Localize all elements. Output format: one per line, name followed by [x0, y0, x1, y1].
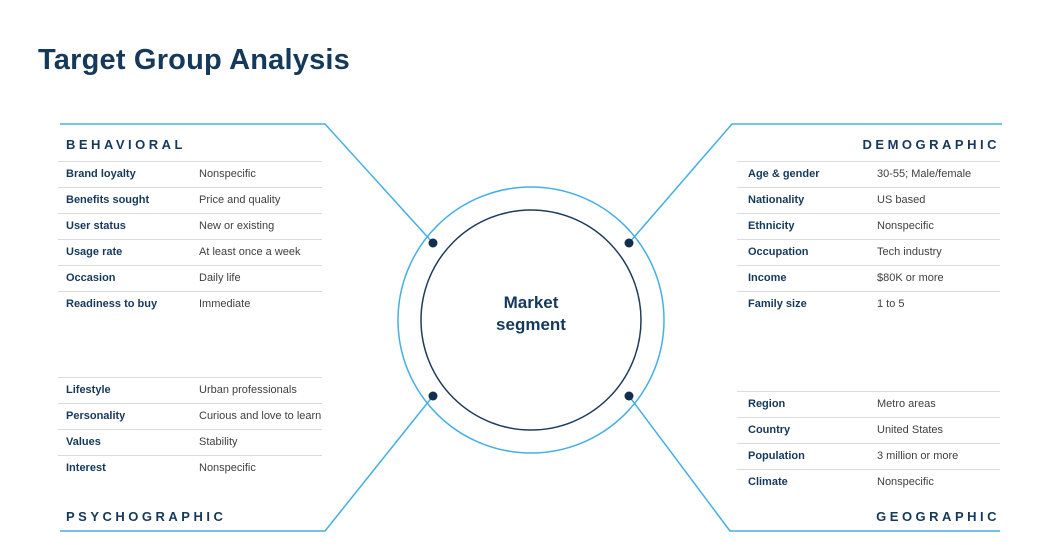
row-label: Population — [748, 449, 805, 462]
center-circle-label: Market segment — [496, 293, 566, 335]
row-label: Brand loyalty — [66, 167, 136, 180]
row-label: Ethnicity — [748, 219, 795, 232]
connector-line-geographic — [628, 395, 1000, 532]
table-row: Interest Nonspecific — [58, 455, 322, 481]
row-label: Benefits sought — [66, 193, 150, 206]
table-row: Climate Nonspecific — [737, 469, 1000, 495]
table-row: Brand loyalty Nonspecific — [58, 161, 322, 187]
table-row: Region Metro areas — [737, 391, 1000, 417]
table-row: Occasion Daily life — [58, 265, 322, 291]
quadrant-header-psychographic: PSYCHOGRAPHIC — [66, 509, 227, 524]
table-row: Income $80K or more — [737, 265, 1000, 291]
row-value: United States — [877, 424, 944, 437]
table-row: Country United States — [737, 417, 1000, 443]
row-label: Lifestyle — [66, 383, 111, 396]
geographic-table: Region Metro areas Country United States… — [737, 391, 1000, 495]
row-value: Nonspecific — [877, 476, 934, 489]
row-label: Income — [748, 271, 787, 284]
table-row: Nationality US based — [737, 187, 1000, 213]
row-value: Nonspecific — [199, 168, 256, 181]
row-label: Occasion — [66, 271, 116, 284]
connector-dot — [428, 391, 438, 401]
row-label: Occupation — [748, 245, 809, 258]
connector-dot — [624, 391, 634, 401]
row-label: Region — [748, 397, 786, 410]
row-label: Family size — [748, 297, 807, 310]
outer-circle — [397, 186, 665, 454]
connector-line-psychographic — [60, 395, 434, 532]
connector-dot — [428, 238, 438, 248]
quadrant-header-behavioral: BEHAVIORAL — [66, 137, 186, 152]
row-label: Values — [66, 435, 101, 448]
row-value: US based — [877, 194, 926, 207]
row-label: Country — [748, 423, 791, 436]
inner-circle — [420, 209, 642, 431]
connector-line-demographic — [628, 123, 1002, 244]
connector-line-behavioral — [60, 123, 434, 244]
table-row: Age & gender 30-55; Male/female — [737, 161, 1000, 187]
table-row: Occupation Tech industry — [737, 239, 1000, 265]
page-title: Target Group Analysis — [38, 44, 350, 76]
row-label: Nationality — [748, 193, 805, 206]
row-value: Price and quality — [199, 194, 281, 207]
row-value: $80K or more — [877, 272, 944, 285]
row-label: User status — [66, 219, 126, 232]
table-row: Readiness to buy Immediate — [58, 291, 322, 317]
table-row: Values Stability — [58, 429, 322, 455]
row-label: Usage rate — [66, 245, 123, 258]
table-row: Personality Curious and love to learn — [58, 403, 322, 429]
table-row: Usage rate At least once a week — [58, 239, 322, 265]
row-label: Interest — [66, 461, 106, 474]
demographic-table: Age & gender 30-55; Male/female National… — [737, 161, 1000, 317]
row-label: Readiness to buy — [66, 297, 158, 310]
row-label: Climate — [748, 475, 788, 488]
row-value: Stability — [199, 436, 238, 449]
table-row: User status New or existing — [58, 213, 322, 239]
row-value: 30-55; Male/female — [877, 168, 972, 181]
psychographic-table: Lifestyle Urban professionals Personalit… — [58, 377, 322, 481]
row-label: Personality — [66, 409, 126, 422]
row-value: 3 million or more — [877, 450, 959, 463]
table-row: Family size 1 to 5 — [737, 291, 1000, 317]
row-value: Curious and love to learn — [199, 410, 322, 423]
row-value: At least once a week — [199, 246, 301, 259]
row-value: Nonspecific — [199, 462, 256, 475]
row-value: New or existing — [199, 220, 275, 233]
row-value: Nonspecific — [877, 220, 934, 233]
table-row: Benefits sought Price and quality — [58, 187, 322, 213]
quadrant-header-demographic: DEMOGRAPHIC — [862, 137, 1000, 152]
connector-dot — [624, 238, 634, 248]
row-value: Immediate — [199, 298, 251, 311]
row-value: Daily life — [199, 272, 241, 285]
row-value: Tech industry — [877, 246, 942, 259]
table-row: Population 3 million or more — [737, 443, 1000, 469]
row-value: 1 to 5 — [877, 298, 905, 311]
quadrant-header-geographic: GEOGRAPHIC — [876, 509, 1000, 524]
row-value: Metro areas — [877, 398, 936, 411]
table-row: Lifestyle Urban professionals — [58, 377, 322, 403]
behavioral-table: Brand loyalty Nonspecific Benefits sough… — [58, 161, 322, 317]
row-label: Age & gender — [748, 167, 820, 180]
row-value: Urban professionals — [199, 384, 297, 397]
table-row: Ethnicity Nonspecific — [737, 213, 1000, 239]
